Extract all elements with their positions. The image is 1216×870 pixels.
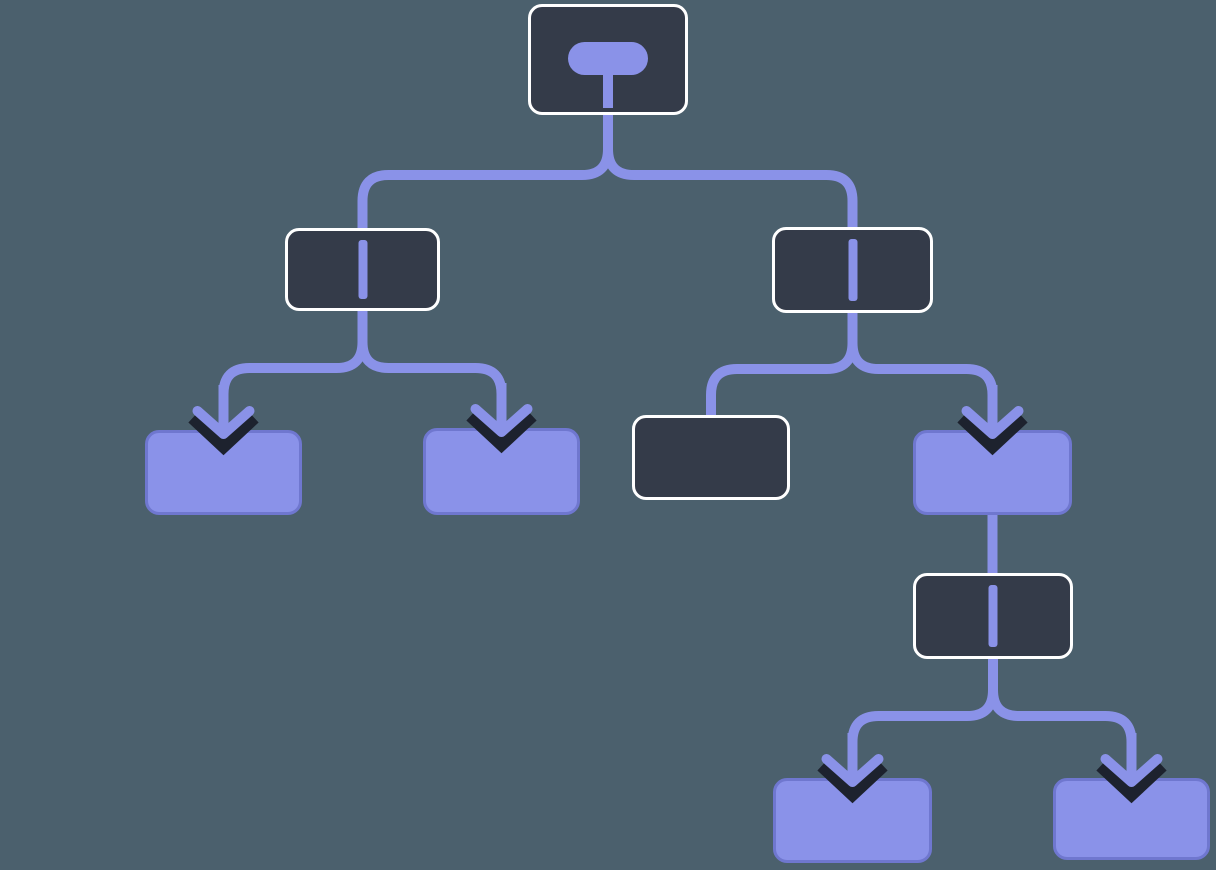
divider-line-icon [988, 585, 998, 647]
node-leaf-bottom-2[interactable] [1053, 778, 1210, 860]
node-root[interactable] [528, 4, 688, 115]
node-node-right-dark[interactable] [632, 415, 790, 500]
node-branch-right[interactable] [772, 227, 933, 313]
node-branch-left[interactable] [285, 228, 440, 311]
node-branch-bottom[interactable] [913, 573, 1073, 659]
node-leaf-left-1[interactable] [145, 430, 302, 515]
root-stem-icon [603, 73, 613, 108]
divider-line-icon [848, 239, 857, 301]
node-leaf-left-2[interactable] [423, 428, 580, 515]
divider-line-icon [358, 240, 367, 299]
root-pill-icon [568, 42, 648, 75]
node-leaf-bottom-1[interactable] [773, 778, 932, 863]
node-node-right-purple[interactable] [913, 430, 1072, 515]
